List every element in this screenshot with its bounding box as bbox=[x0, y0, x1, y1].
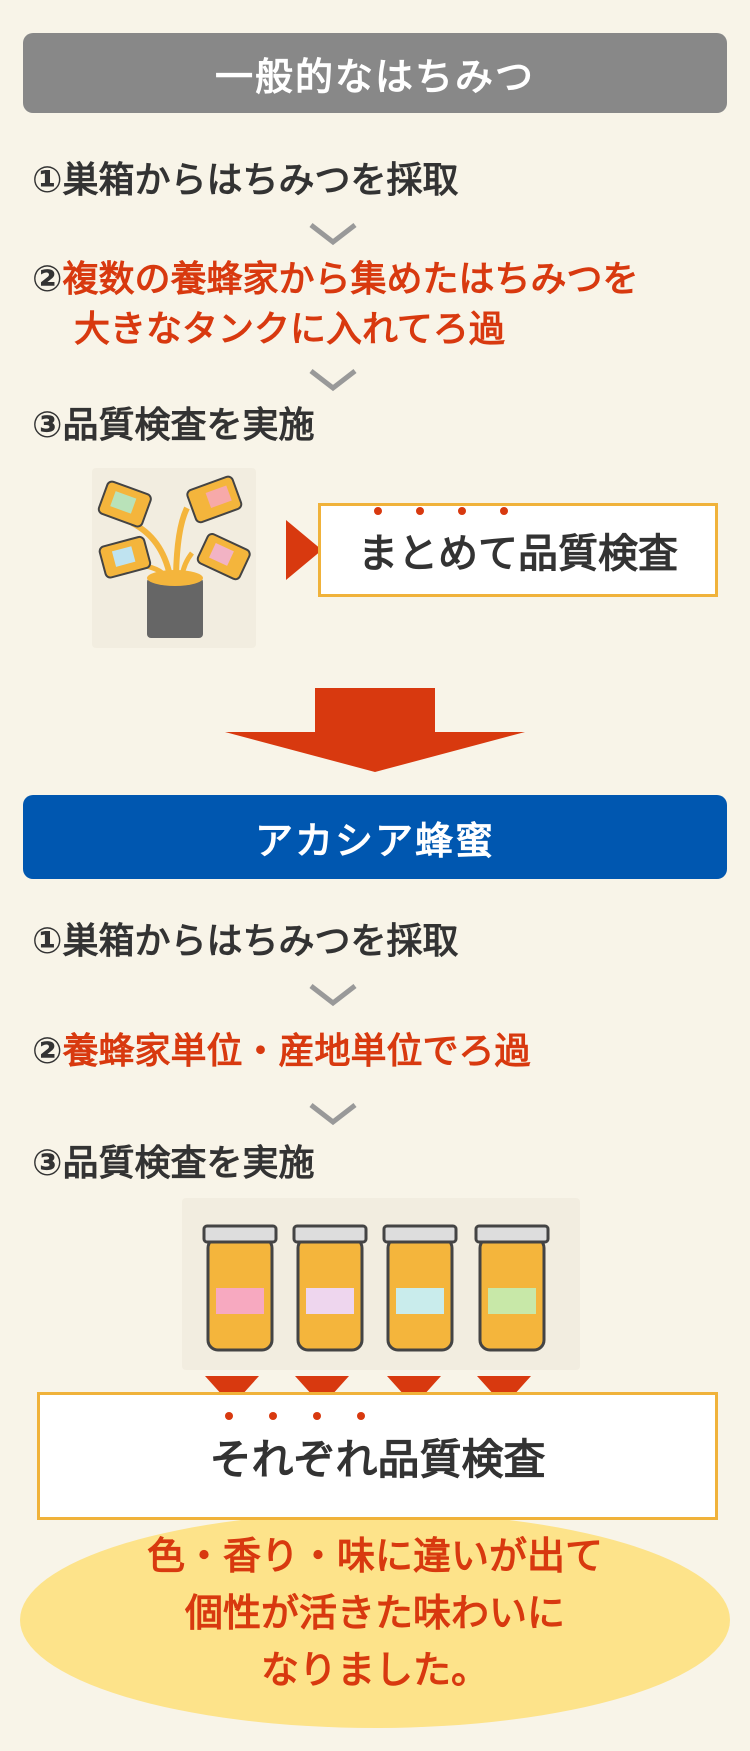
general-step-3-text: ③品質検査を実施 bbox=[32, 405, 315, 446]
general-step-2: ②複数の養蜂家から集めたはちみつを bbox=[32, 256, 639, 304]
honey-jar-icon bbox=[474, 1224, 550, 1352]
bulk-inspection-label: まとめて品質検査 bbox=[358, 531, 678, 577]
individual-inspection-wrap: それぞれ品質検査 bbox=[209, 1411, 546, 1487]
general-step-2-cont: 大きなタンクに入れてろ過 bbox=[74, 306, 505, 354]
individual-inspection-box: それぞれ品質検査 bbox=[37, 1392, 718, 1520]
result-text: 色・香り・味に違いが出て 個性が活きた味わいに なりました。 bbox=[20, 1528, 730, 1699]
general-step-2-line-1: 複数の養蜂家から集めたはちみつを bbox=[62, 259, 639, 300]
acacia-step-3: ③品質検査を実施 bbox=[32, 1140, 314, 1188]
chevron-down-icon bbox=[309, 369, 357, 392]
chevron-down-icon bbox=[309, 223, 357, 246]
arrow-down-icon bbox=[225, 688, 525, 772]
general-honey-title: 一般的なはちみつ bbox=[214, 54, 535, 99]
acacia-step-1-text: ①巣箱からはちみつを採取 bbox=[32, 921, 459, 962]
arrow-down-icon bbox=[205, 1376, 531, 1406]
general-step-2-line-2: 大きなタンクに入れてろ過 bbox=[74, 309, 505, 350]
general-step-1: ①巣箱からはちみつを採取 bbox=[32, 157, 458, 205]
acacia-honey-title: アカシア蜂蜜 bbox=[254, 818, 495, 863]
general-step-1-text: ①巣箱からはちみつを採取 bbox=[32, 160, 459, 201]
acacia-step-2-number: ② bbox=[32, 1031, 63, 1072]
general-step-3: ③品質検査を実施 bbox=[32, 402, 314, 450]
result-line-2: 個性が活きた味わいに bbox=[184, 1591, 565, 1635]
acacia-honey-header: アカシア蜂蜜 bbox=[23, 795, 727, 879]
acacia-step-3-text: ③品質検査を実施 bbox=[32, 1143, 315, 1184]
general-honey-header: 一般的なはちみつ bbox=[23, 33, 727, 113]
individual-inspection-label: それぞれ品質検査 bbox=[209, 1434, 546, 1484]
honey-jars-illustration bbox=[182, 1198, 580, 1370]
acacia-step-2: ②養蜂家単位・産地単位でろ過 bbox=[32, 1028, 531, 1076]
chevron-down-icon bbox=[309, 984, 357, 1007]
bulk-inspection-box: まとめて品質検査 bbox=[318, 503, 718, 597]
honey-jar-icon bbox=[382, 1224, 458, 1352]
result-line-3: なりました。 bbox=[260, 1648, 489, 1692]
chevron-down-icon bbox=[309, 1103, 357, 1126]
arrow-right-icon bbox=[286, 520, 322, 580]
pouring-jars-illustration bbox=[92, 468, 256, 648]
result-line-1: 色・香り・味に違いが出て bbox=[146, 1534, 603, 1578]
pouring-jars-icon bbox=[97, 475, 251, 638]
bulk-inspection-wrap: まとめて品質検査 bbox=[358, 507, 678, 579]
honey-jar-icon bbox=[202, 1224, 278, 1352]
acacia-step-1: ①巣箱からはちみつを採取 bbox=[32, 918, 458, 966]
honey-jar-icon bbox=[292, 1224, 368, 1352]
acacia-step-2-text: 養蜂家単位・産地単位でろ過 bbox=[62, 1031, 531, 1072]
general-step-2-number: ② bbox=[32, 259, 63, 300]
result-oval bbox=[20, 1512, 730, 1728]
